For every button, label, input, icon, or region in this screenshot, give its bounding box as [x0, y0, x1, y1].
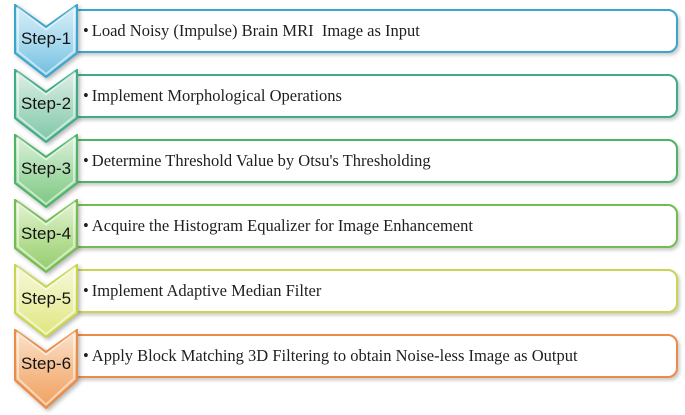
step-description: Determine Threshold Value by Otsu's Thre…	[91, 150, 431, 170]
bullet-icon: •	[83, 280, 89, 300]
chevron-down-icon	[14, 4, 78, 78]
step-box: • Implement Adaptive Median Filter	[70, 269, 678, 313]
step-box: • Acquire the Histogram Equalizer for Im…	[70, 204, 678, 248]
chevron-down-icon	[14, 199, 78, 273]
step-label: Step-3	[20, 159, 72, 178]
bullet-icon: •	[83, 20, 89, 40]
chevron-down-icon	[14, 69, 78, 143]
step-description: Implement Morphological Operations	[91, 85, 342, 105]
step-description: Implement Adaptive Median Filter	[91, 280, 322, 300]
bullet-icon: •	[83, 215, 89, 235]
bullet-icon: •	[83, 150, 89, 170]
step-label: Step-6	[20, 354, 72, 373]
bullet-icon: •	[83, 345, 89, 365]
step-label: Step-1	[20, 29, 72, 48]
step-box: • Apply Block Matching 3D Filtering to o…	[70, 334, 678, 378]
step-description: Apply Block Matching 3D Filtering to obt…	[91, 345, 578, 365]
step-description: Load Noisy (Impulse) Brain MRI Image as …	[91, 20, 420, 40]
step-box: • Implement Morphological Operations	[70, 74, 678, 118]
step-label: Step-2	[20, 94, 72, 113]
step-box: • Determine Threshold Value by Otsu's Th…	[70, 139, 678, 183]
step-label: Step-5	[20, 289, 72, 308]
step-description: Acquire the Histogram Equalizer for Imag…	[91, 215, 473, 235]
chevron-down-icon	[14, 329, 78, 409]
chevron-down-icon	[14, 134, 78, 208]
step-box: • Load Noisy (Impulse) Brain MRI Image a…	[70, 9, 678, 53]
step-label: Step-4	[20, 224, 72, 243]
chevron-down-icon	[14, 264, 78, 338]
bullet-icon: •	[83, 85, 89, 105]
